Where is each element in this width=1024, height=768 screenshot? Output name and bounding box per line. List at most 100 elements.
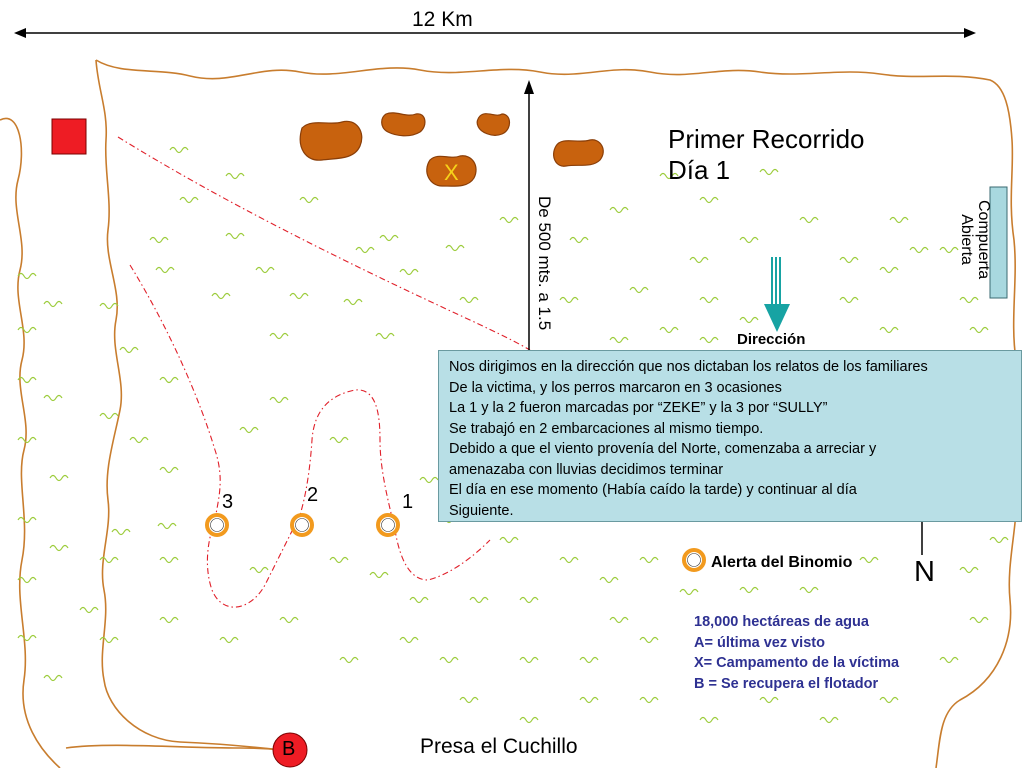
grass-mark (17, 376, 37, 384)
grass-mark (159, 616, 179, 624)
recovery-marker-circle (272, 732, 308, 768)
grass-mark (739, 316, 759, 324)
grass-mark (559, 556, 579, 564)
grass-mark (699, 196, 719, 204)
grass-mark (699, 716, 719, 724)
grass-mark (799, 216, 819, 224)
grass-mark (17, 634, 37, 642)
grass-mark (399, 268, 419, 276)
island (381, 112, 426, 137)
grass-mark (149, 236, 169, 244)
direction-arrow (764, 257, 790, 332)
legend-item: B = Se recupera el flotador (694, 675, 879, 692)
grass-mark (17, 326, 37, 334)
gate-label-line2: Abierta (958, 214, 975, 265)
grass-mark (219, 636, 239, 644)
grass-mark (169, 146, 189, 154)
grass-mark (969, 326, 989, 334)
grass-mark (225, 232, 245, 240)
grass-mark (225, 172, 245, 180)
grass-mark (989, 536, 1009, 544)
grass-mark (43, 674, 63, 682)
grass-mark (579, 696, 599, 704)
grass-mark (343, 298, 363, 306)
grass-mark (699, 296, 719, 304)
grass-mark (111, 528, 131, 536)
grass-mark (99, 412, 119, 420)
grass-mark (409, 596, 429, 604)
grass-mark (99, 556, 119, 564)
grass-mark (179, 196, 199, 204)
grass-mark (839, 296, 859, 304)
info-line: El día en ese momento (Había caído la ta… (449, 482, 857, 498)
grass-mark (17, 272, 37, 280)
info-line: Se trabajó en 2 embarcaciones al mismo t… (449, 420, 764, 437)
grass-mark (159, 556, 179, 564)
grass-mark (157, 522, 177, 530)
marker-label-1: 1 (402, 491, 414, 513)
alert-marker-1 (376, 513, 400, 537)
grass-mark (329, 556, 349, 564)
grass-mark (679, 588, 699, 596)
info-line: De la victima, y los perros marcaron en … (449, 379, 782, 396)
gate-label-line1: Compuerta (975, 200, 992, 280)
grass-mark (519, 596, 539, 604)
grass-mark (909, 246, 929, 254)
grass-mark (939, 246, 959, 254)
island (299, 120, 363, 161)
scale-label: 12 Km (412, 8, 473, 31)
north-label: N (914, 556, 935, 588)
grass-mark (879, 326, 899, 334)
grass-mark (959, 566, 979, 574)
grass-mark (299, 196, 319, 204)
grass-mark (689, 256, 709, 264)
grass-mark (329, 436, 349, 444)
grass-mark (639, 696, 659, 704)
grass-mark (99, 636, 119, 644)
dam-label: Presa el Cuchillo (420, 735, 578, 758)
grass-mark (609, 616, 629, 624)
legend-item: 18,000 hectáreas de agua (694, 614, 869, 630)
grass-mark (759, 168, 779, 176)
grass-mark (519, 716, 539, 724)
grass-mark (17, 516, 37, 524)
grass-mark (499, 536, 519, 544)
grass-mark (739, 236, 759, 244)
grass-mark (739, 586, 759, 594)
grass-mark (459, 696, 479, 704)
grass-mark (17, 576, 37, 584)
grass-mark (579, 656, 599, 664)
grass-mark (129, 436, 149, 444)
route-line (129, 264, 491, 608)
grass-mark (439, 656, 459, 664)
direction-label: Dirección (737, 331, 806, 348)
grass-mark (49, 544, 69, 552)
distance-label: De 500 mts. a 1.5 (535, 196, 554, 331)
grass-marks (17, 146, 1009, 724)
grass-mark (819, 716, 839, 724)
grass-mark (339, 656, 359, 664)
island (426, 155, 477, 187)
grass-mark (399, 636, 419, 644)
grass-mark (639, 556, 659, 564)
recovery-marker-label: B (282, 738, 296, 760)
grass-mark (43, 300, 63, 308)
grass-mark (609, 336, 629, 344)
grass-mark (279, 616, 299, 624)
info-line: Debido a que el viento provenía del Nort… (449, 441, 877, 457)
grass-mark (969, 616, 989, 624)
info-line: La 1 y la 2 fueron marcadas por “ZEKE” y… (449, 400, 828, 416)
grass-mark (609, 206, 629, 214)
grass-mark (939, 656, 959, 664)
grass-mark (159, 466, 179, 474)
open-gate (989, 186, 1008, 299)
grass-mark (211, 292, 231, 300)
grass-mark (289, 292, 309, 300)
grass-mark (659, 326, 679, 334)
grass-mark (839, 256, 859, 264)
grass-mark (639, 636, 659, 644)
islands (299, 112, 604, 187)
island (553, 139, 604, 167)
grass-mark (255, 266, 275, 274)
